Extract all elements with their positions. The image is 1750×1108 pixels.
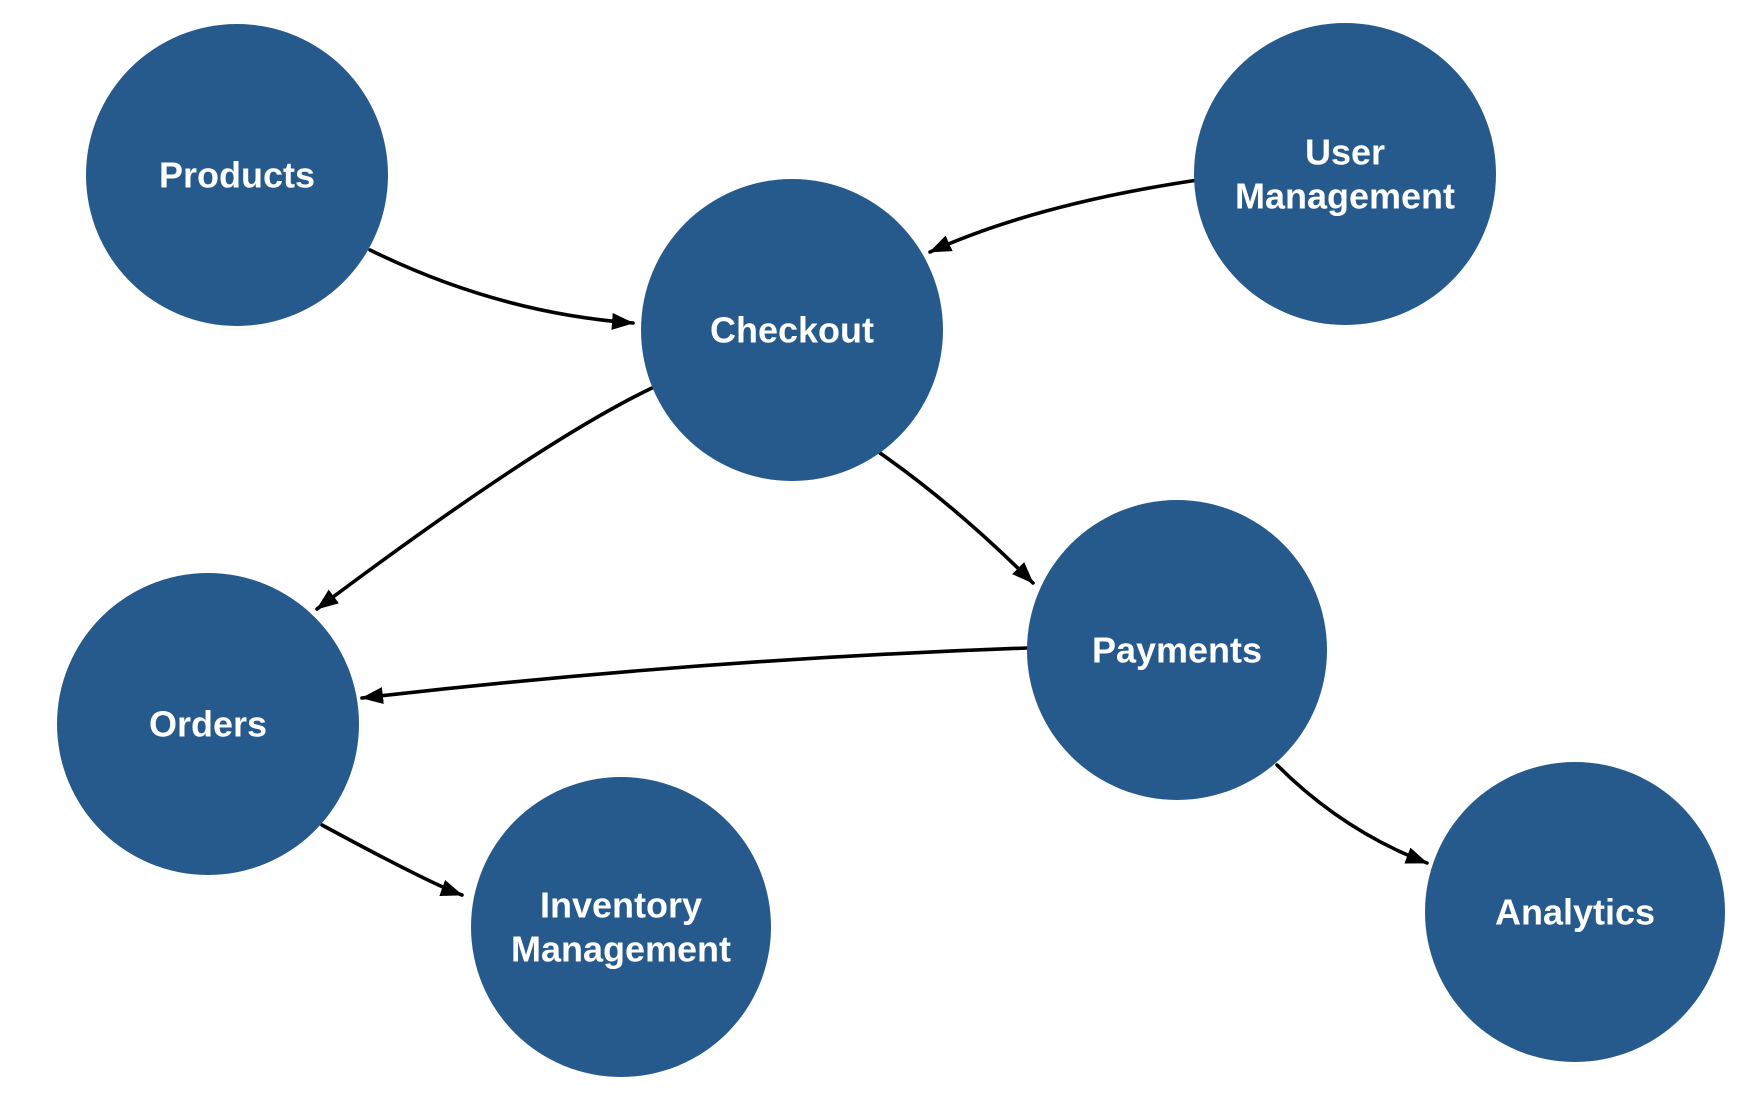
edge-products-to-checkout: [368, 248, 635, 330]
node-circle-user-management: [1194, 23, 1496, 325]
node-circle-payments: [1027, 500, 1327, 800]
node-circle-products: [86, 24, 388, 326]
node-payments: Payments: [1027, 500, 1327, 800]
edges-layer: [315, 178, 1429, 897]
edge-checkout-to-orders: [315, 386, 654, 611]
edge-orders-to-inventory-management: [320, 823, 464, 897]
edge-user-management-to-checkout: [928, 178, 1200, 254]
edge-checkout-to-payments: [878, 451, 1035, 585]
edge-payments-to-analytics: [1275, 763, 1429, 865]
node-circle-orders: [57, 573, 359, 875]
node-checkout: Checkout: [641, 179, 943, 481]
edge-payments-to-orders: [360, 646, 1029, 705]
node-analytics: Analytics: [1425, 762, 1725, 1062]
node-circle-inventory-management: [471, 777, 771, 1077]
node-circle-checkout: [641, 179, 943, 481]
node-circle-analytics: [1425, 762, 1725, 1062]
node-orders: Orders: [57, 573, 359, 875]
node-products: Products: [86, 24, 388, 326]
